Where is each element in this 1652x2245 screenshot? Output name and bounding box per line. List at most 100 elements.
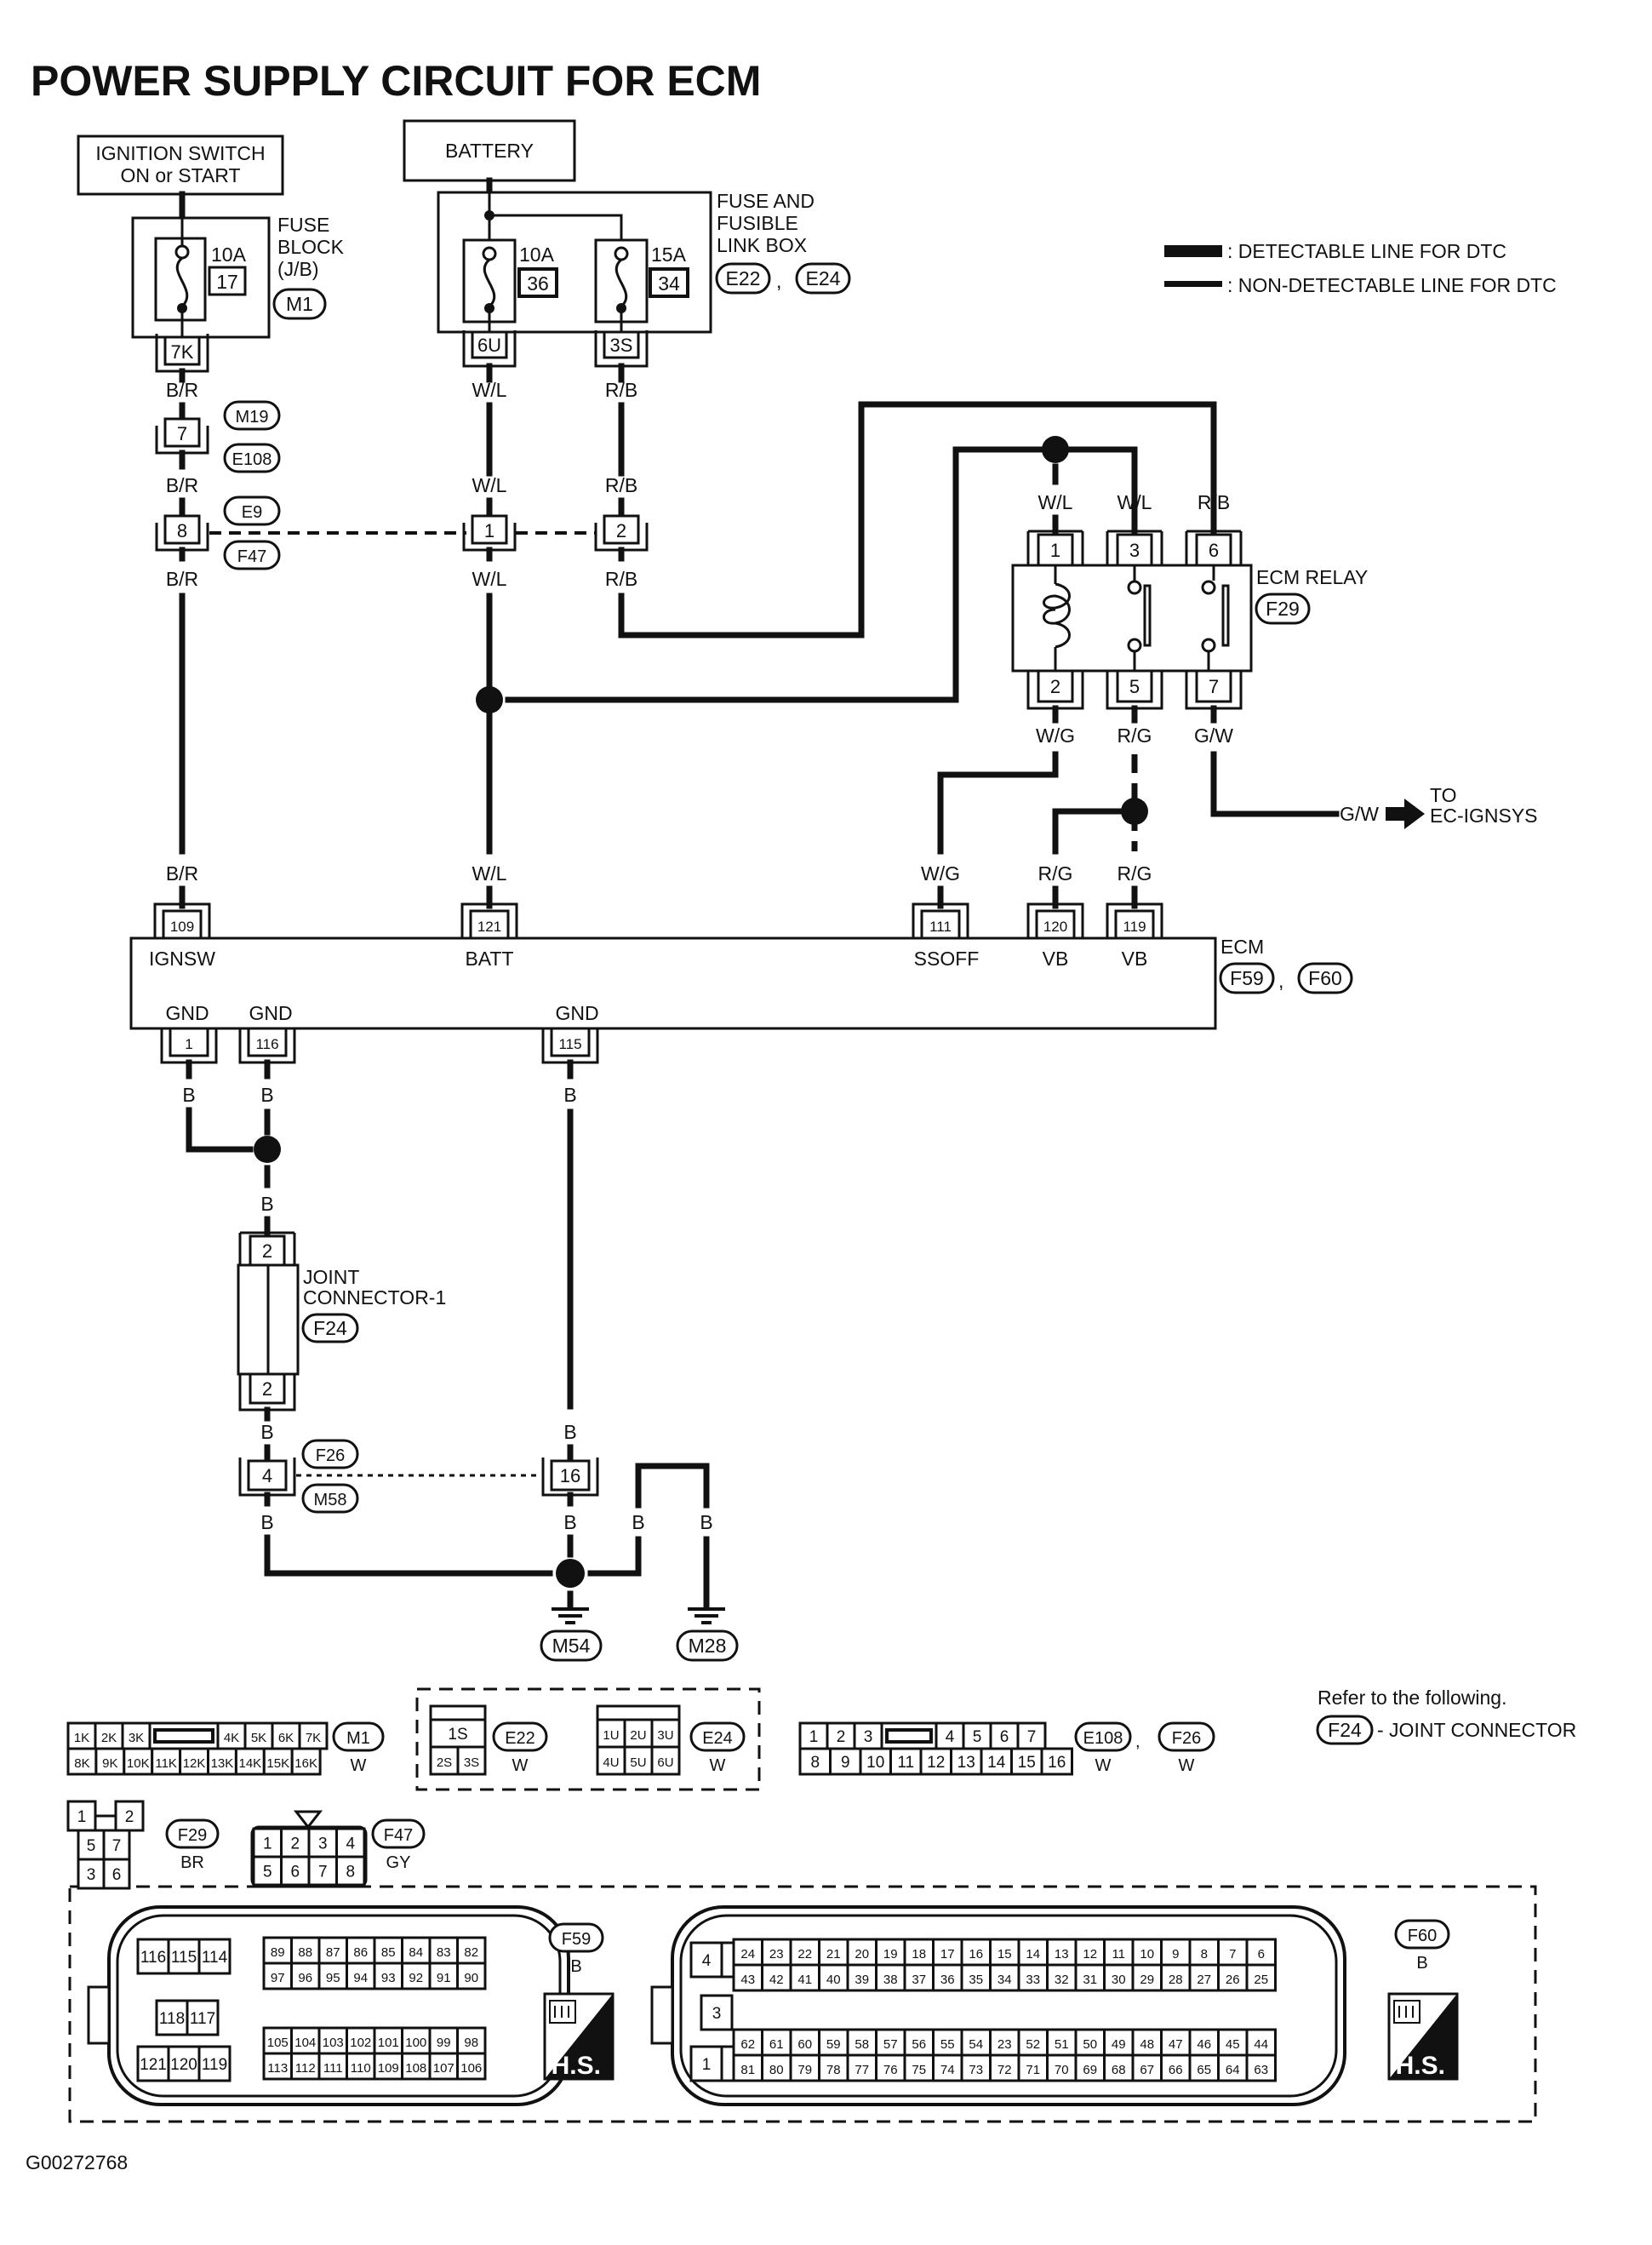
relay-coil-icon [1043,582,1071,649]
fuse-block-label-3: (J/B) [277,258,319,280]
pin-cell: 14K [234,1747,266,1776]
pin-cell: 67 [1131,2053,1163,2082]
pin-label: 7 [318,1864,328,1881]
ecm-label: ECM [1220,936,1264,958]
pin-cell: 18 [903,1938,935,1967]
pin-label: 95 [326,1971,340,1985]
pin-cell: 111 [317,2052,348,2081]
fuse-block-label-1: FUSE [277,214,329,236]
refer-connector-f24[interactable]: F24 [1328,1719,1362,1741]
pin-label: 2K [101,1731,117,1745]
pin-label: 9 [841,1754,850,1772]
pin-label: 8 [1201,1947,1208,1962]
pin-label: 72 [997,2063,1012,2077]
pin-label: 10 [866,1754,884,1772]
pin-label: 61 [769,2037,784,2052]
pin-cell: 55 [932,2028,963,2057]
pin-label: 35 [969,1973,983,1987]
pin-cell: 41 [789,1963,820,1992]
pin-label: 52 [1026,2037,1040,2052]
pin-label: 32 [1055,1973,1069,1987]
view-m1-color: W [351,1756,367,1775]
pin-label: 34 [997,1973,1012,1987]
pin-label: 54 [969,2037,983,2052]
ecm-terminal-121: 121 [460,902,518,940]
ecm-connector-frame [68,1885,1537,2123]
pin-cell: 78 [818,2053,849,2082]
pin-cell: 4 [689,1941,723,1979]
pin-cell: 34 [989,1963,1020,1992]
connector-f24: F24 [313,1317,347,1339]
pin-cell: 60 [789,2028,820,2057]
pin-cell: 4U [596,1745,626,1776]
pin-label: 60 [797,2037,812,2052]
pin-cell: 96 [290,1962,321,1990]
pin-cell: 43 [732,1963,763,1992]
pin-label: 120 [170,2056,197,2074]
connector-m19: M19 [236,408,269,427]
pin-label: 9K [102,1756,117,1771]
wire-label: B/R [166,568,198,590]
pin-label: 40 [826,1973,841,1987]
ecm-signal-batt: BATT [465,948,513,970]
pin-label: 3 [712,2005,722,2023]
pin-cell: 2 [280,1827,311,1858]
view-f60-color: B [1416,1954,1427,1973]
pin-cell: 52 [1017,2028,1049,2057]
pin-cell: 58 [846,2028,877,2057]
pin-label: 120 [1043,919,1067,935]
connector-f60: F60 [1308,967,1342,989]
pin-label: 5 [87,1837,96,1855]
pin-cell: 97 [262,1962,293,1990]
pin-label: 1 [702,2056,712,2074]
pin-label: 77 [855,2063,869,2077]
pin-cell: 28 [1160,1963,1192,1992]
connector-e22: E22 [726,267,761,289]
pin-cell: 66 [1160,2053,1192,2082]
pin-cell: 42 [761,1963,792,1992]
wire-label: W/L [1038,491,1073,513]
ec-ignsys-link[interactable]: EC-IGNSYS [1430,805,1538,827]
pin-label: 74 [940,2063,955,2077]
pin-label: 80 [769,2063,784,2077]
pin-cell: 76 [875,2053,906,2082]
separator: , [1135,1732,1140,1751]
pin-cell: 36 [932,1963,963,1992]
pin-cell: 10 [859,1747,892,1776]
relay-pin-6: 6 [1209,540,1219,561]
pin-cell: 1K [66,1721,97,1750]
pin-cell: 9 [1160,1938,1192,1967]
ecm-terminal-1: 1 [160,1027,218,1064]
pin-label: 110 [351,2061,371,2076]
fuse-34-rating: 15A [651,243,687,266]
view-f47-id: F47 [384,1826,413,1845]
pin-cell: 15K [262,1747,294,1776]
pin-cell: 49 [1103,2028,1135,2057]
pin-cell: 105 [262,2026,293,2055]
pin-label: 47 [1169,2037,1183,2052]
pin-label: 2U [630,1728,646,1743]
fuse-36-number: 36 [527,272,549,295]
refer-text: - JOINT CONNECTOR [1377,1719,1576,1741]
pin-cell: 72 [989,2053,1020,2082]
pin-cell: 30 [1103,1963,1135,1992]
pin-cell: 46 [1188,2028,1220,2057]
pin-cell: 48 [1131,2028,1163,2057]
pin-label: 4K [224,1731,239,1745]
pin-label: 70 [1055,2063,1069,2077]
ecm-signal-gnd: GND [555,1002,598,1024]
pin-label: 94 [353,1971,368,1985]
pin-cell: 5 [77,1829,106,1861]
to-label: TO [1430,784,1457,806]
pin-cell: 91 [428,1962,459,1990]
connector-view-f60: 4531224232221201918171615141312111098764… [689,1938,1277,2082]
pin-label: 4 [702,1952,712,1970]
pin-label: 62 [740,2037,755,2052]
pin-cell: 90 [456,1962,487,1990]
pin-cell: 10K [123,1747,154,1776]
pin-label: 88 [298,1945,312,1960]
pin-cell: 13 [1046,1938,1078,1967]
